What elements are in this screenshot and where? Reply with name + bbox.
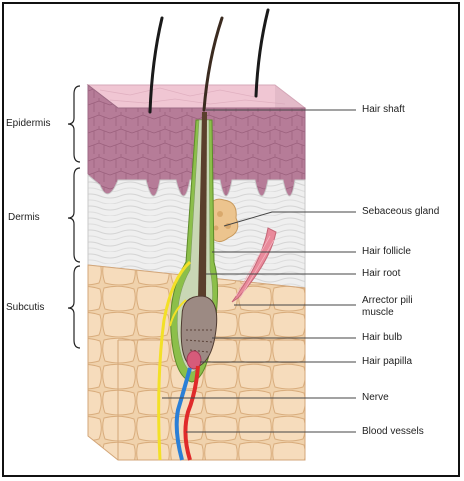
label-blood-vessels: Blood vessels [362, 426, 424, 437]
label-hair-follicle: Hair follicle [362, 246, 411, 257]
leader-lines [162, 109, 356, 433]
hair-papilla-shape [186, 350, 202, 370]
vein-shape [174, 367, 192, 461]
skin-surface [86, 84, 307, 109]
nerve-shape [157, 260, 192, 461]
label-hair-shaft: Hair shaft [362, 104, 405, 115]
bracket-dermis [67, 167, 81, 263]
label-hair-root: Hair root [362, 268, 401, 279]
artery-shape [183, 365, 200, 461]
image-frame [2, 2, 460, 477]
label-dermis: Dermis [8, 212, 40, 223]
hair-strand-left [148, 16, 164, 114]
hair-strand-main [202, 16, 224, 112]
bracket-epidermis [67, 85, 81, 163]
hair-strand-right [254, 8, 270, 98]
label-sebaceous-gland: Sebaceous gland [362, 206, 440, 217]
leader-sebaceous-gland [223, 211, 356, 227]
label-hair-bulb: Hair bulb [362, 332, 403, 343]
label-hair-papilla: Hair papilla [362, 356, 413, 367]
label-epidermis: Epidermis [6, 118, 51, 129]
arrector-pili-muscle-shape [231, 227, 277, 303]
bracket-subcutis [67, 265, 81, 349]
label-nerve: Nerve [362, 392, 389, 403]
label-subcutis: Subcutis [6, 302, 45, 313]
label-arrector-pili-muscle: Arrector pili muscle [362, 295, 413, 318]
hair-root-shape [198, 112, 207, 300]
